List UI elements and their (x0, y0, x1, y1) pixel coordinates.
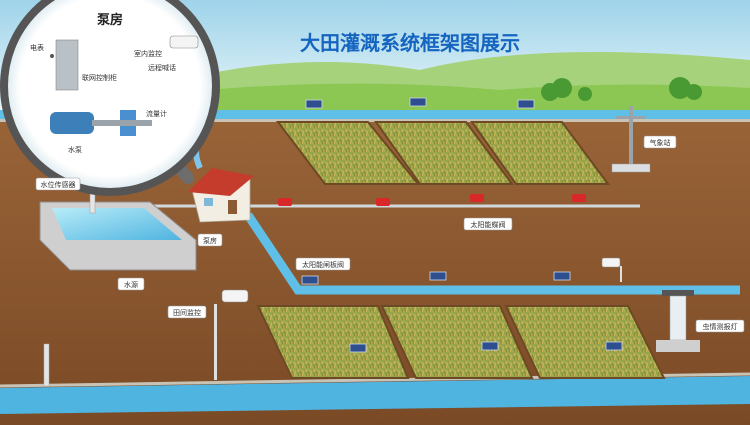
label-pump-house: 泵房 (203, 236, 217, 245)
label-solar-gate-valve: 太阳能闸板阀 (302, 260, 344, 269)
water-source-pool (39, 201, 197, 271)
canal-camera (601, 257, 622, 282)
weather-station (611, 106, 651, 173)
upper-fields (275, 121, 610, 185)
gate-valve-panels (301, 271, 623, 353)
bottom-canal (0, 376, 750, 414)
label-pump: 水泵 (68, 145, 82, 154)
pump-room-magnifier (0, 0, 220, 196)
meadow (160, 83, 750, 118)
pump-house (188, 168, 254, 223)
label-water-source: 水源 (124, 280, 138, 289)
label-water-level-sensor: 水位传感器 (41, 180, 76, 189)
label-meter: 电表 (30, 43, 44, 52)
butterfly-valves (278, 194, 586, 206)
pipe-post (43, 343, 50, 387)
diagram-title: 大田灌溉系统框架图展示 (300, 31, 520, 55)
label-insect-lamp: 虫情测报灯 (703, 322, 738, 331)
indoor-camera-graphic (169, 35, 199, 49)
field-camera (214, 289, 249, 380)
label-weather-station: 气象站 (650, 138, 671, 147)
label-field-monitor: 田间监控 (173, 308, 201, 317)
top-canal (0, 110, 750, 120)
insect-lamp (656, 290, 700, 352)
label-solar-butterfly-valve: 太阳能蝶阀 (471, 220, 506, 229)
pump-graphic (50, 112, 94, 134)
upper-solar-panels (305, 97, 535, 109)
label-remote-call: 远程喊话 (148, 63, 176, 72)
tree-cluster (541, 77, 702, 101)
inset-heading: 泵房 (97, 12, 123, 28)
lower-fields (256, 305, 666, 379)
label-indoor-monitor: 室内监控 (134, 49, 162, 58)
control-cabinet-graphic (55, 39, 79, 91)
secondary-canal (244, 212, 740, 295)
label-flow-meter: 流量计 (146, 109, 167, 118)
label-control-cabinet: 联网控制柜 (82, 73, 117, 82)
